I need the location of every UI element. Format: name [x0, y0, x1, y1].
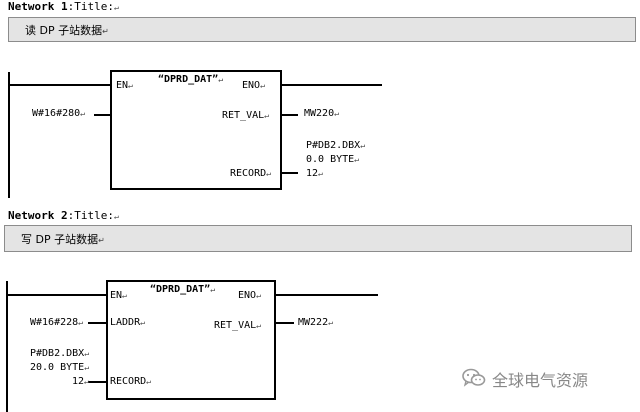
- record-line1-1[interactable]: P#DB2.DBX↵: [306, 140, 366, 151]
- network-2-number: Network 2: [8, 209, 68, 222]
- power-rail-1: [8, 72, 10, 198]
- record-line3-1[interactable]: 12↵: [306, 168, 323, 179]
- power-rail-2: [6, 281, 8, 412]
- watermark-text: 全球电气资源: [492, 371, 589, 390]
- record-wire-2: [88, 381, 108, 383]
- record-line2-1[interactable]: 0.0 BYTE↵: [306, 154, 359, 165]
- network-2-comment[interactable]: 写 DP 子站数据↵: [4, 225, 632, 252]
- record-line1-2[interactable]: P#DB2.DBX↵: [30, 348, 90, 359]
- pin-eno-2: ENO↵: [238, 290, 261, 301]
- return-mark-icon: ↵: [113, 3, 119, 12]
- record-line3-2[interactable]: 12↵: [72, 376, 89, 387]
- ret-val-value-2[interactable]: MW222↵: [298, 317, 333, 328]
- record-line2-2[interactable]: 20.0 BYTE↵: [30, 362, 90, 373]
- dprd-dat-block-1[interactable]: [110, 70, 282, 190]
- network-2-title[interactable]: Network 2:Title:↵: [8, 209, 119, 222]
- laddr-value-2[interactable]: W#16#228↵: [30, 317, 83, 328]
- return-mark-icon: ↵: [102, 27, 109, 36]
- network-2-title-label: :Title:: [67, 209, 114, 222]
- eno-wire-1: [280, 84, 382, 86]
- laddr-value-1[interactable]: W#16#280↵: [32, 108, 85, 119]
- network-1-number: Network 1: [8, 0, 68, 13]
- en-wire-2: [6, 294, 108, 296]
- pin-en-2: EN↵: [110, 290, 127, 301]
- pin-ret-val-1: RET_VAL↵: [222, 110, 269, 121]
- return-mark-icon: ↵: [98, 236, 105, 245]
- network-1-title-label: :Title:: [67, 0, 114, 13]
- pin-eno-1: ENO↵: [242, 80, 265, 91]
- ret-val-wire-2: [274, 322, 294, 324]
- dprd-dat-block-2[interactable]: [106, 280, 276, 400]
- en-wire-1: [8, 84, 112, 86]
- block-name-1: “DPRD_DAT”↵: [158, 74, 224, 85]
- pin-en-1: EN↵: [116, 80, 133, 91]
- return-mark-icon: ↵: [113, 212, 119, 221]
- wechat-icon: [462, 368, 486, 388]
- pin-record-1: RECORD↵: [230, 168, 271, 179]
- network-1-comment-text: 读 DP 子站数据: [25, 24, 103, 37]
- network-1-comment[interactable]: 读 DP 子站数据↵: [8, 17, 636, 42]
- eno-wire-2: [274, 294, 378, 296]
- pin-laddr-2: LADDR↵: [110, 317, 145, 328]
- ret-val-wire-1: [280, 114, 298, 116]
- network-2-comment-text: 写 DP 子站数据: [21, 233, 99, 246]
- pin-record-2: RECORD↵: [110, 376, 151, 387]
- block-name-2: “DPRD_DAT”↵: [150, 284, 216, 295]
- ret-val-value-1[interactable]: MW220↵: [304, 108, 339, 119]
- laddr-wire-1: [94, 114, 112, 116]
- laddr-wire-2: [88, 322, 108, 324]
- pin-ret-val-2: RET_VAL↵: [214, 320, 261, 331]
- network-1-title[interactable]: Network 1:Title:↵: [8, 0, 119, 13]
- record-wire-1: [280, 172, 298, 174]
